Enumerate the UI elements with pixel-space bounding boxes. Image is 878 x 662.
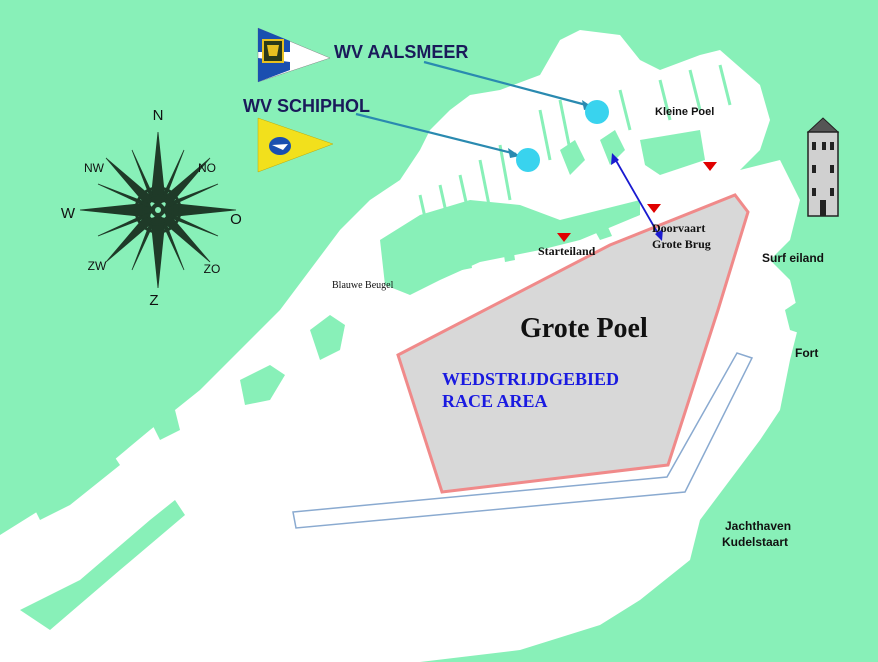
- compass-star-icon: [79, 131, 237, 289]
- club-schiphol-label: WV SCHIPHOL: [243, 96, 370, 116]
- club-aalsmeer-label: WV AALSMEER: [334, 42, 468, 62]
- watchtower-icon: [806, 117, 840, 217]
- aalsmeer-flag-icon: [257, 27, 331, 83]
- compass-rose: N NO O ZO Z ZW W NW: [61, 107, 242, 309]
- compass-ne: NO: [198, 161, 216, 175]
- label-jachthaven: Jachthaven: [725, 519, 791, 533]
- race-area-label-en: RACE AREA: [442, 391, 548, 411]
- label-blauwe-beugel: Blauwe Beugel: [332, 280, 394, 291]
- passage-arrow: [611, 153, 663, 241]
- lake-water: [0, 30, 800, 662]
- label-grote-brug: Grote Brug: [652, 237, 711, 251]
- schiphol-marker: [516, 148, 540, 172]
- label-starteiland: Starteiland: [538, 244, 596, 258]
- label-fort: Fort: [795, 346, 818, 360]
- course-lane: [292, 352, 754, 529]
- label-grote-poel: Grote Poel: [520, 313, 648, 344]
- club-pointers: [355, 60, 591, 156]
- compass-w: W: [61, 205, 76, 222]
- compass-nw: NW: [84, 161, 105, 175]
- race-area: [396, 193, 750, 494]
- compass-e: O: [230, 211, 242, 228]
- compass-se: ZO: [204, 262, 221, 276]
- compass-n: N: [153, 107, 164, 124]
- label-doorvaart: Doorvaart: [652, 221, 705, 235]
- label-surfeiland: Surf eiland: [762, 251, 824, 265]
- harbour-piers: [20, 130, 815, 630]
- pier-lines: [418, 64, 732, 241]
- compass-s: Z: [149, 292, 158, 309]
- label-kleine-poel: Kleine Poel: [655, 106, 714, 118]
- start-markers: [557, 162, 717, 242]
- compass-sw: ZW: [88, 259, 107, 273]
- label-kudelstaart: Kudelstaart: [722, 535, 788, 549]
- aalsmeer-marker: [585, 100, 609, 124]
- schiphol-flag-icon: [257, 117, 334, 173]
- race-area-label-nl: WEDSTRIJDGEBIED: [442, 369, 619, 389]
